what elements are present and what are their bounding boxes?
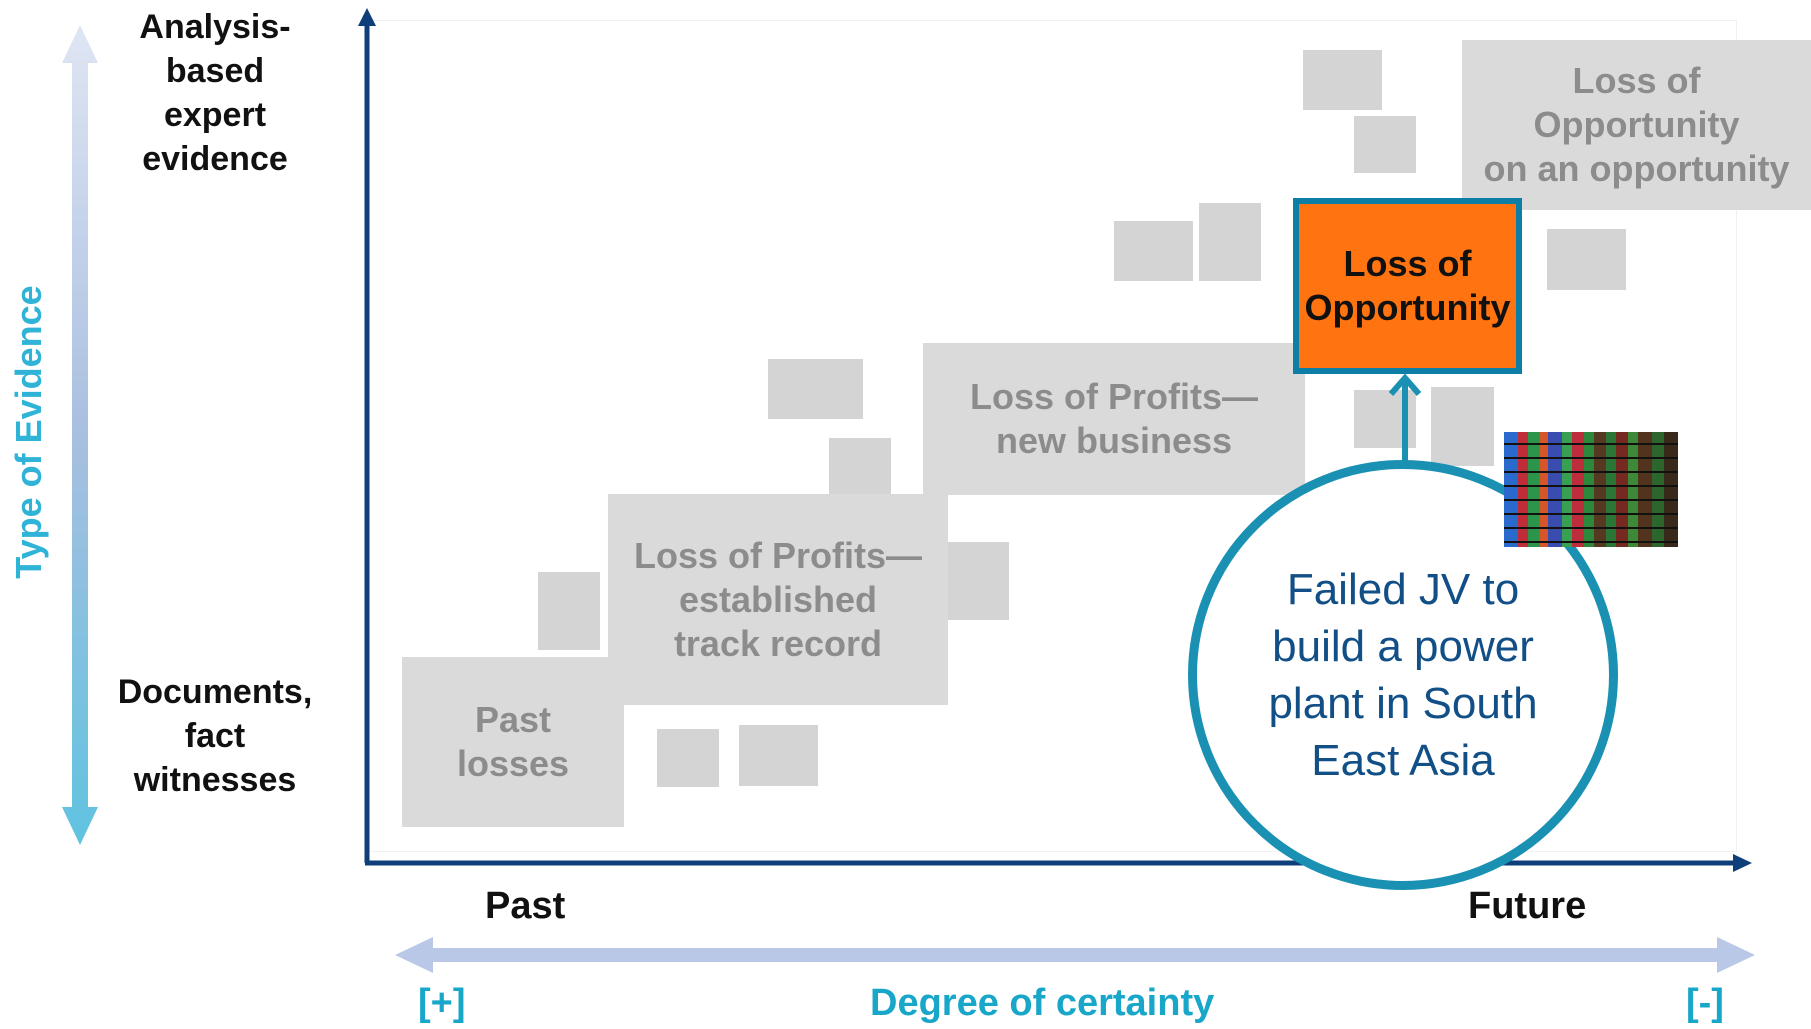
grey-block xyxy=(1199,203,1261,281)
evidence-arrow-icon xyxy=(62,25,98,845)
box-opportunity-on-opportunity xyxy=(1462,40,1811,210)
grey-block xyxy=(1431,387,1494,466)
grey-block xyxy=(1547,229,1626,290)
stock-ticker-image xyxy=(1504,432,1678,547)
grey-block xyxy=(945,542,1009,620)
grey-block xyxy=(657,729,719,787)
opportunity-on-opportunity-label: Loss of Opportunity on an opportunity xyxy=(1483,60,1790,189)
callout-circle: Failed JV to build a power plant in Sout… xyxy=(1188,460,1618,890)
grey-block xyxy=(1114,221,1193,281)
grey-block xyxy=(768,359,863,419)
grey-block xyxy=(1303,50,1382,110)
box-established-track-record xyxy=(608,494,948,705)
grey-block xyxy=(1354,116,1416,173)
loss-of-opportunity-highlight: Loss of Opportunity xyxy=(1293,198,1522,374)
certainty-plus: [+] xyxy=(418,982,466,1024)
certainty-arrow-icon xyxy=(395,937,1755,973)
stock-ticker-board-icon xyxy=(1504,432,1678,547)
new-business-label: Loss of Profits— new business xyxy=(969,376,1259,461)
y-axis-bottom-label: Documents, fact witnesses xyxy=(117,673,313,799)
x-axis-right-label: Future xyxy=(1468,885,1587,927)
grey-block xyxy=(538,572,600,650)
grey-block xyxy=(829,438,891,498)
established-track-record-label: Loss of Profits— established track recor… xyxy=(633,534,923,664)
x-axis-left-label: Past xyxy=(485,885,566,927)
y-axis-top-label: Analysis- based expert evidence xyxy=(139,8,291,178)
box-past-losses xyxy=(402,657,624,827)
certainty-minus: [-] xyxy=(1686,982,1724,1024)
box-new-business xyxy=(923,343,1305,495)
past-losses-label: Past losses xyxy=(456,699,570,784)
grey-block xyxy=(739,725,818,786)
certainty-title: Degree of certainty xyxy=(870,982,1215,1024)
